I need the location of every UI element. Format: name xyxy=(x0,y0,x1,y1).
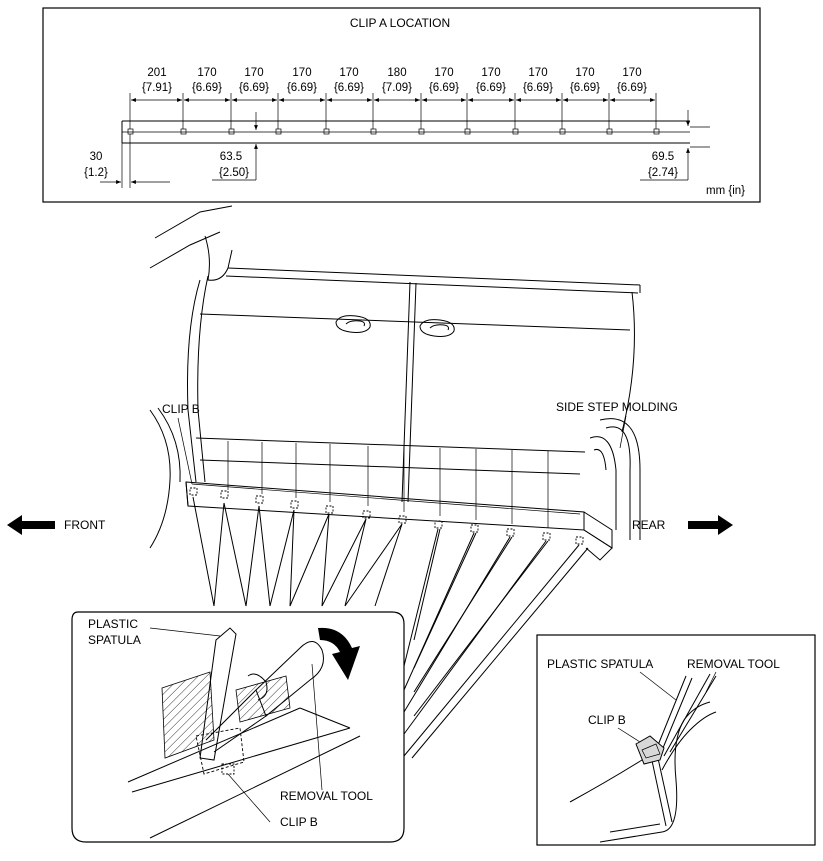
hatched-body-panel xyxy=(161,671,215,759)
spacing-mm: 170 xyxy=(292,67,311,79)
spacing-in: {7.09} xyxy=(382,82,412,94)
spacing-in: {6.69} xyxy=(476,82,506,94)
vehicle-side-view: CLIP B SIDE STEP MOLDING FRONT REAR xyxy=(7,205,733,759)
dimension-extension-lines xyxy=(129,93,657,129)
units-label: mm {in} xyxy=(706,185,745,197)
right-height-dimension: 69.5 {2.74} xyxy=(640,110,690,181)
clip-a-panel: CLIP A LOCATION xyxy=(42,7,761,203)
spacing-mm: 170 xyxy=(434,67,453,79)
clip-b-marker xyxy=(255,495,264,504)
mid-height-in: {2.50} xyxy=(219,167,249,179)
spacing-in: {6.69} xyxy=(570,82,600,94)
clip-b-marker xyxy=(325,505,334,514)
detail-leader-lines-right xyxy=(403,528,589,759)
clip-b-label: CLIP B xyxy=(162,402,200,416)
spacing-mm: 201 xyxy=(147,67,166,79)
side-step-molding-label: SIDE STEP MOLDING xyxy=(556,400,678,414)
detail-right-panel: PLASTIC SPATULA REMOVAL TOOL CLIP B xyxy=(536,634,816,846)
right-clip-b-label: CLIP B xyxy=(588,713,626,727)
clip-a-marker xyxy=(180,128,187,135)
front-door-edge xyxy=(187,279,201,483)
spacing-mm: 170 xyxy=(528,67,547,79)
clip-a-marker xyxy=(418,128,425,135)
spacing-mm: 170 xyxy=(339,67,358,79)
spacing-mm: 170 xyxy=(481,67,500,79)
clip-b-marker xyxy=(434,520,443,529)
clip-b-marker xyxy=(575,536,584,545)
removal-tool xyxy=(255,641,324,717)
clip-a-marker xyxy=(464,128,471,135)
spacing-in: {6.69} xyxy=(334,82,364,94)
rear-label: REAR xyxy=(632,518,666,532)
mid-height-mm: 63.5 xyxy=(220,151,242,163)
rear-door-handle xyxy=(419,319,455,337)
clip-b-detail-label: CLIP B xyxy=(280,815,318,829)
right-clip-b-shape xyxy=(635,735,665,765)
clip-b-marker xyxy=(398,515,407,524)
right-height-mm: 69.5 xyxy=(652,151,674,163)
front-door-handle xyxy=(335,315,371,333)
removal-tool-label: REMOVAL TOOL xyxy=(280,789,373,803)
left-offset-in: {1.2} xyxy=(84,167,108,179)
molding-strip xyxy=(121,120,710,148)
clip-b-markers xyxy=(189,487,584,545)
spacing-mm: 170 xyxy=(622,67,641,79)
clip-a-markers xyxy=(127,128,660,135)
left-offset-mm: 30 xyxy=(90,151,103,163)
front-wheel-arch xyxy=(149,409,171,549)
detail-leader-lines-left xyxy=(192,496,403,607)
detail-left-panel: PLASTIC SPATULA REMOVAL TOOL CLIP B xyxy=(71,611,405,843)
front-arrow-icon xyxy=(7,515,55,535)
clip-a-marker xyxy=(653,128,660,135)
clip-a-marker xyxy=(606,128,613,135)
spacing-in: {6.69} xyxy=(287,82,317,94)
clip-a-marker xyxy=(512,128,519,135)
spacing-in: {6.69} xyxy=(523,82,553,94)
a-pillar-line xyxy=(154,205,233,239)
clip-a-marker xyxy=(127,128,134,135)
spacing-labels: 201 {7.91} 170 {6.69} 170 {6.69} 170 {6.… xyxy=(142,67,647,94)
spacing-in: {7.91} xyxy=(142,82,172,94)
clip-b-marker xyxy=(506,528,515,537)
clip-b-marker xyxy=(220,490,229,499)
front-label: FRONT xyxy=(64,518,106,532)
spacing-in: {6.69} xyxy=(429,82,459,94)
left-offset-dimension: 30 {1.2} xyxy=(84,134,170,188)
mirror-shape xyxy=(204,235,233,281)
right-removal-tool xyxy=(663,673,711,757)
spacing-in: {6.69} xyxy=(192,82,222,94)
clip-a-marker xyxy=(275,128,282,135)
clip-b-marker xyxy=(189,487,198,496)
clip-b-marker xyxy=(470,524,479,533)
spacing-mm: 170 xyxy=(244,67,263,79)
clip-a-frame xyxy=(42,7,761,203)
rear-arrow-icon xyxy=(688,515,733,535)
spacing-mm: 170 xyxy=(197,67,216,79)
clip-a-marker xyxy=(228,128,235,135)
right-removal-tool-label: REMOVAL TOOL xyxy=(687,657,780,671)
clip-b-marker xyxy=(362,510,371,519)
door-seam xyxy=(401,281,411,503)
right-height-in: {2.74} xyxy=(648,167,678,179)
plastic-spatula-label-l2: SPATULA xyxy=(88,633,141,647)
side-step-molding xyxy=(185,481,613,561)
spacing-mm: 180 xyxy=(387,67,406,79)
rear-wheel-arch xyxy=(599,418,641,540)
clip-a-marker xyxy=(323,128,330,135)
spacing-in: {6.69} xyxy=(239,82,269,94)
rotation-arrow-icon xyxy=(318,627,360,680)
plastic-spatula-label-l1: PLASTIC xyxy=(88,617,138,631)
clip-a-marker xyxy=(559,128,566,135)
right-plastic-spatula-label: PLASTIC SPATULA xyxy=(547,657,653,671)
clip-b-marker xyxy=(542,532,551,541)
clip-b-marker xyxy=(290,500,299,509)
clip-a-title: CLIP A LOCATION xyxy=(350,16,450,30)
plastic-spatula-tool xyxy=(199,627,237,761)
mid-height-dimension: 63.5 {2.50} xyxy=(212,112,258,181)
spacing-in: {6.69} xyxy=(617,82,647,94)
clip-drop-lines xyxy=(227,441,549,528)
clip-a-marker xyxy=(370,128,377,135)
spacing-mm: 170 xyxy=(575,67,594,79)
